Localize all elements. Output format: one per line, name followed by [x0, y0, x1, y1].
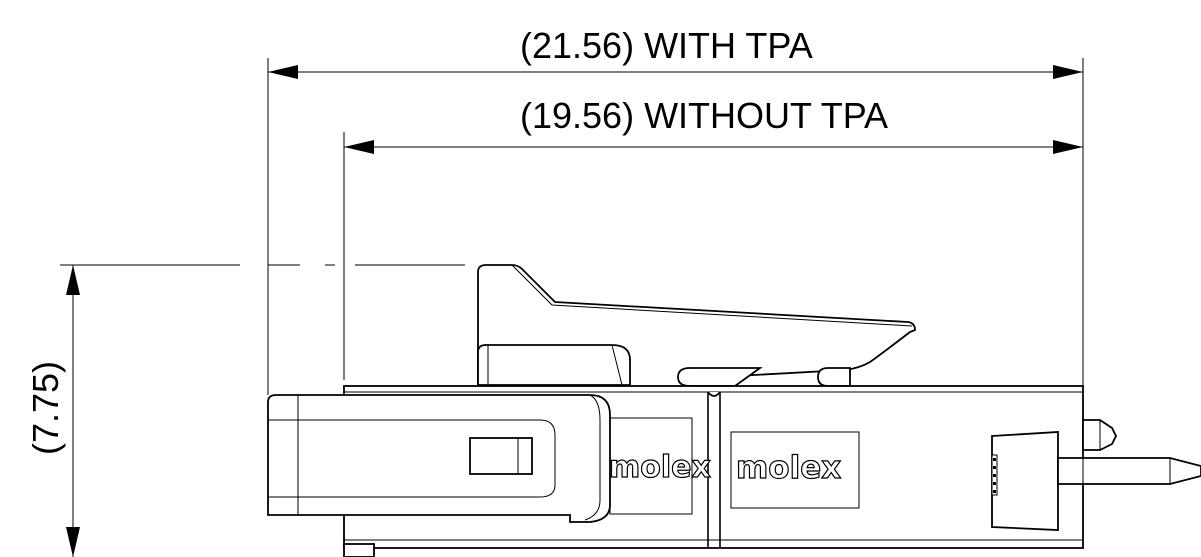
terminal-block — [991, 431, 1059, 531]
dimension-height: (7.75) — [25, 264, 465, 557]
dimension-label-height: (7.75) — [25, 361, 66, 455]
terminal-pin — [1057, 457, 1201, 485]
latch-hinge-right — [817, 367, 851, 387]
logo-frame — [730, 431, 860, 509]
tpa-window-latch — [517, 437, 533, 475]
tpa-rounded-edge — [584, 394, 601, 521]
logo-text: molex — [609, 450, 711, 485]
arrowhead-bottom — [66, 527, 80, 557]
tpa-window — [469, 437, 533, 475]
latch-hinge-left — [677, 367, 763, 387]
terminal-ribs — [991, 454, 998, 496]
dimension-label-with-tpa: (21.56) WITH TPA — [520, 25, 813, 66]
arrowhead-left — [344, 140, 374, 154]
logo-frame — [609, 417, 693, 515]
latch-base-edge — [611, 344, 623, 386]
logo-left: molex — [608, 417, 711, 515]
arrowhead-right — [1053, 65, 1083, 79]
tpa-cover — [267, 394, 611, 523]
housing-foot — [343, 543, 375, 557]
dimension-with-tpa: (21.56) WITH TPA — [267, 25, 1084, 395]
tpa-outer — [267, 394, 611, 523]
arrowhead-left — [268, 65, 298, 79]
tpa-inner-curve — [539, 419, 556, 498]
arrowhead-right — [1053, 140, 1083, 154]
latch — [477, 264, 916, 396]
arrowhead-top — [66, 265, 80, 295]
dimension-label-without-tpa: (19.56) WITHOUT TPA — [520, 95, 888, 136]
latch-edge — [511, 264, 913, 327]
logo-text: molex — [736, 450, 841, 486]
logo-right: molex — [730, 431, 860, 509]
terminal-end — [991, 386, 1201, 548]
dimension-without-tpa: (19.56) WITHOUT TPA — [343, 95, 1083, 380]
latch-base — [477, 344, 631, 386]
body-split-cap — [707, 391, 721, 397]
